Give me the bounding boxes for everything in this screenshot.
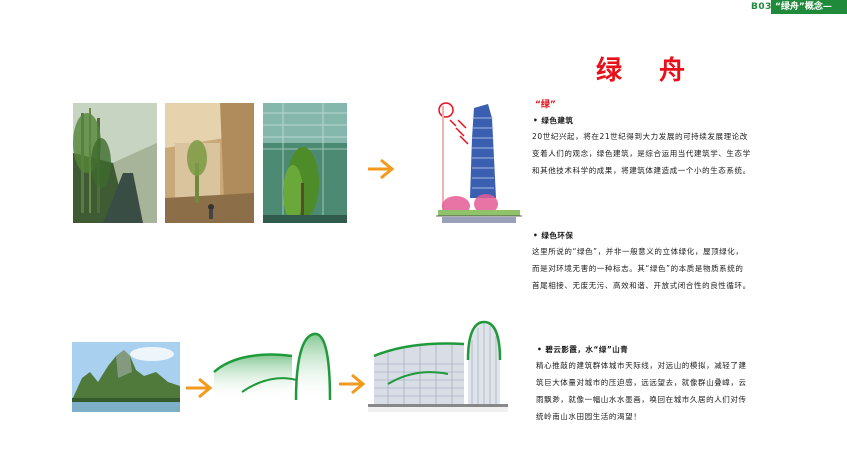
text-line: 首尾相接、无废无污、高效和谐、开放式闭合性的良性循环。 [532, 281, 751, 290]
atrium-photo [165, 103, 254, 223]
text-line: 筑巨大体量对城市的压迫感，远远望去，就像群山叠嶂，云 [536, 378, 747, 387]
mountain-heading: • 碧云影霞，水“绿”山青 [537, 345, 629, 354]
mountain-body: 精心推敲的建筑群体城市天际线，对远山的模拟，减轻了建 筑巨大体量对城市的压迫感，… [536, 357, 747, 425]
text-line: 统岭南山水田园生活的渴望！ [536, 412, 642, 421]
green-building-heading: • 绿色建筑 [533, 116, 574, 125]
arrow-right-icon [368, 158, 395, 180]
text-line: 变着人们的观念，绿色建筑，是综合运用当代建筑学、生态学 [532, 149, 751, 158]
karst-mountain-photo [72, 342, 180, 412]
green-building-body: 20世纪兴起，将在21世纪得到大力发展的可持续发展理论改 变着人们的观念，绿色建… [532, 128, 751, 179]
page-code: B03 [751, 2, 772, 12]
green-label: “绿” [535, 100, 556, 110]
green-environment-body: 这里所说的“绿色”，并非一般意义的立体绿化，屋顶绿化， 而是对环境无害的一种标志… [532, 243, 751, 294]
mountain-abstraction-shapes [213, 332, 332, 401]
green-atrium-photo [263, 103, 347, 223]
text-line: 和其他技术科学的成果，将建筑体建造成一个小的生态系统。 [532, 166, 751, 175]
bamboo-corridor-photo [73, 103, 157, 223]
green-environment-heading: • 绿色环保 [533, 231, 574, 240]
text-line: 而是对环境无害的一种标志。其“绿色”的本质是物质系统的 [532, 264, 744, 273]
text-line: 精心推敲的建筑群体城市天际线，对远山的模拟，减轻了建 [536, 361, 747, 370]
page-title: 绿 舟 [596, 56, 700, 86]
text-line: 雨飘渺，就像一幅山水水墨画，唤回在城市久居的人们对传 [536, 395, 747, 404]
text-line: 这里所说的“绿色”，并非一般意义的立体绿化，屋顶绿化， [532, 247, 744, 256]
text-line: 20世纪兴起，将在21世纪得到大力发展的可持续发展理论改 [532, 132, 748, 141]
arrow-right-icon [186, 377, 213, 399]
building-complex-rendering [368, 320, 508, 412]
arrow-right-icon [339, 373, 366, 395]
tower-section-diagram [436, 102, 522, 223]
section-tag: “绿舟”概念— [771, 0, 847, 14]
